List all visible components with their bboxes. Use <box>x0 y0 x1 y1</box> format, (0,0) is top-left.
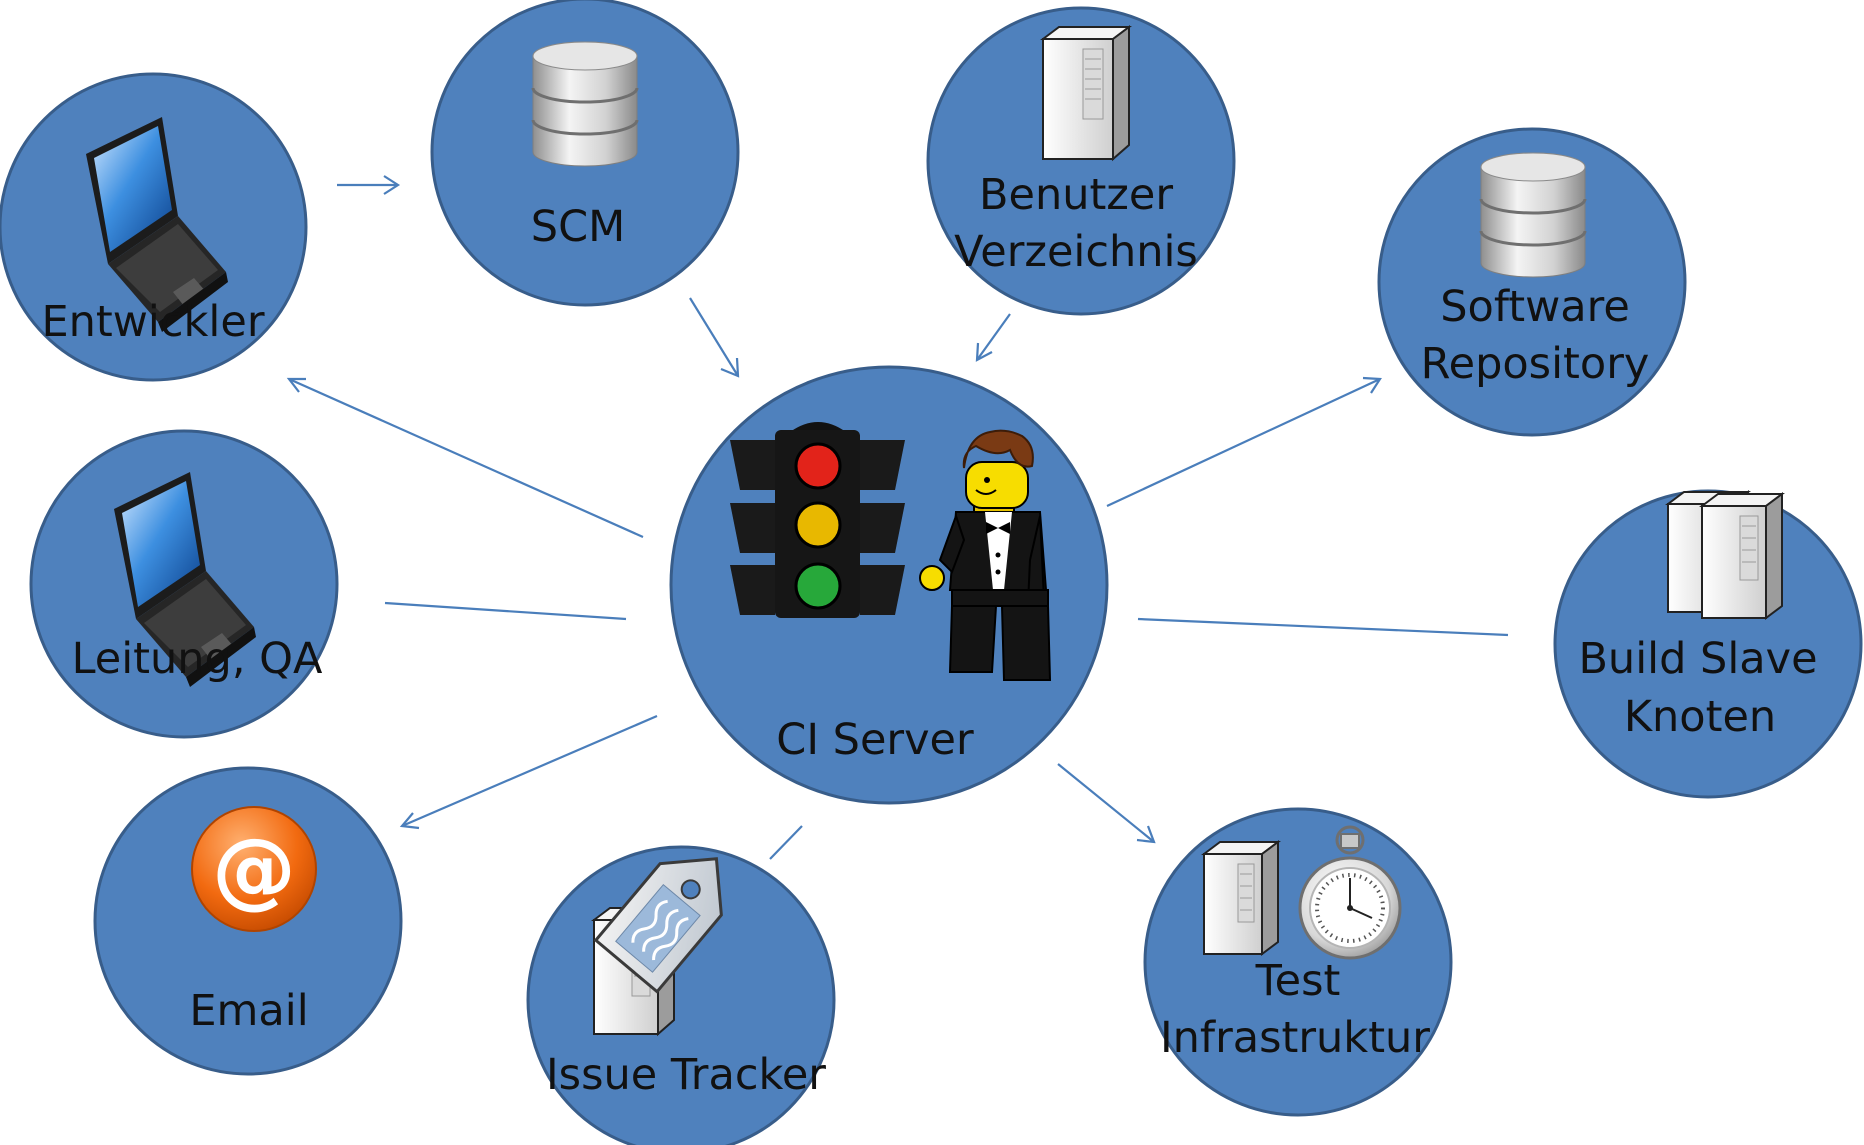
node-label: SCM <box>531 202 625 252</box>
node-email[interactable]: @ Email <box>93 766 403 1076</box>
green-light <box>794 562 842 610</box>
traffic-light-icon <box>730 422 905 618</box>
arrow-scm-to-ci-server <box>689 297 740 378</box>
node-user-directory[interactable]: Benutzer Verzeichnis <box>926 6 1236 316</box>
server-pair-icon <box>1665 490 1785 620</box>
node-circle <box>926 6 1236 316</box>
node-label-line-2: Infrastruktur <box>1160 1013 1430 1063</box>
server-icon <box>1201 840 1281 956</box>
database-icon <box>1479 152 1587 278</box>
node-label-line-2: Knoten <box>1624 692 1776 742</box>
node-build-slave[interactable]: Build Slave Knoten <box>1553 489 1863 799</box>
tag-icon <box>593 857 723 994</box>
arrow-ci-server-to-developer <box>286 377 644 539</box>
database-icon <box>531 41 639 167</box>
node-label-line-1: Test <box>1255 956 1341 1006</box>
node-label: Issue Tracker <box>546 1050 826 1100</box>
node-label-line-2: Repository <box>1421 339 1650 389</box>
node-test-infrastructure[interactable]: Test Infrastruktur <box>1143 807 1453 1117</box>
node-label-line-1: Benutzer <box>979 170 1173 220</box>
node-label: CI Server <box>776 715 974 765</box>
arrow-developer-to-scm <box>337 175 401 195</box>
node-software-repository[interactable]: Software Repository <box>1377 127 1687 437</box>
line-ci-server-build-slave <box>1137 617 1509 637</box>
node-circle <box>1377 127 1687 437</box>
connectors <box>286 175 1509 860</box>
line-ci-server-issue-tracker <box>769 825 803 860</box>
line-ci-server-management-qa <box>384 601 627 621</box>
arrow-ci-server-to-email <box>399 714 658 830</box>
laptop-icon <box>114 472 256 687</box>
arrow-ci-server-to-test-infrastructure <box>1057 763 1156 844</box>
arrow-ci-server-to-software-repository <box>1106 376 1382 507</box>
at-symbol: @ <box>212 820 296 918</box>
node-label: Email <box>189 986 308 1036</box>
laptop-icon <box>86 117 228 332</box>
node-label-line-1: Software <box>1440 282 1630 332</box>
node-management-qa[interactable]: Leitung, QA <box>29 429 339 739</box>
node-label-line-2: Verzeichnis <box>954 227 1198 277</box>
node-developer[interactable]: Entwickler <box>0 72 308 382</box>
red-light <box>794 442 842 490</box>
butler-figure-icon <box>919 429 1052 681</box>
node-scm[interactable]: SCM <box>430 0 740 307</box>
node-ci-server[interactable]: CI Server <box>669 365 1109 805</box>
yellow-light <box>794 501 842 549</box>
node-label: Entwickler <box>41 297 264 347</box>
at-sign-icon: @ <box>191 806 317 932</box>
node-issue-tracker[interactable]: Issue Tracker <box>526 833 836 1145</box>
node-label-line-1: Build Slave <box>1578 634 1817 684</box>
node-label: Leitung, QA <box>72 634 323 684</box>
server-icon <box>1040 25 1132 162</box>
stopwatch-icon <box>1298 825 1402 960</box>
arrow-user-directory-to-ci-server <box>975 313 1011 362</box>
